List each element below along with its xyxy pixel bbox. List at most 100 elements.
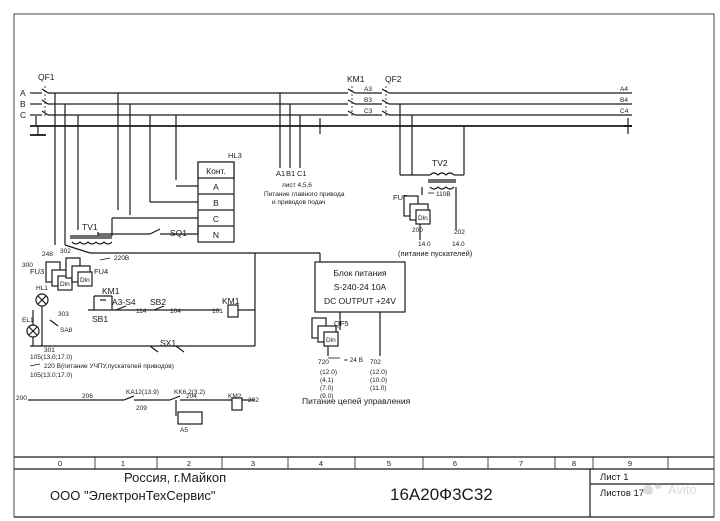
sb1-label: SB1: [92, 314, 108, 324]
phase-label-b: B: [20, 99, 26, 109]
title-company: ООО "ЭлектронТехСервис": [50, 488, 216, 503]
label-a4: A4: [620, 86, 628, 93]
avito-watermark: Avito: [643, 482, 697, 497]
feed-a1: A1: [276, 169, 285, 178]
svg-text:Dln: Dln: [326, 337, 336, 344]
fu4-label: FU4: [94, 267, 108, 276]
qf2-breaker: [381, 86, 390, 118]
tv2-voltage-1: 14.0: [418, 241, 431, 248]
feed-note-sheets: лист 4,5,6: [282, 182, 312, 189]
three-phase-bus: A B C QF1 KM1 QF2 A3 B3 C3: [20, 72, 632, 136]
wire-202-bottom: 202: [248, 397, 259, 404]
wire-303: 303: [58, 311, 69, 318]
tv2-transformer: TV2 110В: [400, 126, 465, 230]
terminal-n: N: [213, 230, 219, 240]
wire-202-tv2: 202: [454, 229, 465, 236]
sb2-label: SB2: [150, 297, 166, 307]
title-sheet: Лист 1: [600, 472, 629, 483]
km1-coil: [227, 304, 239, 318]
psu-model: S-240-24 10A: [334, 282, 387, 292]
qf5-breaker: Dln: [311, 317, 339, 347]
el1-label: EL1: [22, 317, 34, 324]
wire-206: 206: [82, 393, 93, 400]
svg-text:Dln: Dln: [418, 215, 428, 222]
voltage-24v: = 24 В: [344, 357, 363, 364]
grid-column-number: 3: [251, 459, 255, 468]
title-location: Россия, г.Майкоп: [124, 470, 226, 485]
main-drive-feed: A1 B1 C1 лист 4,5,6 Питание главного при…: [264, 169, 345, 206]
watermark-text: Avito: [668, 482, 697, 497]
label-b3: B3: [364, 97, 372, 104]
label-c3: C3: [364, 108, 373, 115]
wire-114: 114: [136, 308, 147, 315]
ref-note-3: 105(13.0;17.0): [30, 372, 72, 379]
terminal-c: C: [213, 214, 219, 224]
ka12-label: KA12(13.9): [126, 389, 159, 396]
grid-column-number: 6: [453, 459, 457, 468]
terminal-b: B: [213, 198, 219, 208]
grid-column-number: 2: [187, 459, 191, 468]
a5-label: A5: [180, 427, 188, 434]
grid-column-number: 0: [58, 459, 62, 468]
tv2-voltage-2: 14.0: [452, 241, 465, 248]
title-drawing-code: 16А20Ф3С32: [390, 485, 493, 504]
ref-right-1: (12.0): [370, 369, 387, 376]
hl1-label: HL1: [36, 285, 48, 292]
label-c4: C4: [620, 108, 629, 115]
kk6-label: KK6.2(3.2): [174, 389, 205, 396]
title-sheets-total: Листов 17: [600, 488, 644, 499]
ref-left-4: (9.0): [320, 393, 333, 400]
ref-left-3: (7.0): [320, 385, 333, 392]
tv2-label: TV2: [432, 158, 448, 168]
km1-aux-label: KM1: [102, 286, 120, 296]
wire-209: 209: [136, 405, 147, 412]
sx1-label: SX1: [160, 338, 176, 348]
wire-104: 104: [170, 308, 181, 315]
feed-b1: B1: [286, 169, 295, 178]
terminal-header: Конт.: [206, 166, 226, 176]
sq1-label: SQ1: [170, 228, 187, 238]
wire-200-tv2: 200: [412, 227, 423, 234]
km2-coil: [231, 397, 243, 411]
fu5-label: FU5: [393, 193, 407, 202]
hl1-lamp: [35, 293, 49, 307]
terminal-block: Конт. A B C N: [197, 161, 235, 243]
feed-note-drives: и приводов подач: [272, 199, 325, 206]
fu3-label: FU3: [30, 267, 44, 276]
wire-200-bottom: 200: [16, 395, 27, 402]
hl3-label: HL3: [228, 151, 242, 160]
fu5-fuse: Dln: [403, 195, 431, 225]
control-caption: Питание цепей управления: [302, 396, 411, 406]
ref-left-1: (12.0): [320, 369, 337, 376]
feed-note-main: Питание главного привода: [264, 191, 345, 198]
fu4-fuse: Dln: [65, 257, 93, 287]
tv2-110v: 110В: [436, 191, 451, 198]
sa8-label: SA8: [60, 327, 73, 334]
tv2-caption: (питание пускателей): [398, 249, 473, 258]
wire-302: 302: [60, 248, 71, 255]
grid-column-number: 8: [572, 459, 576, 468]
a5-module: [177, 411, 203, 425]
qf1-label: QF1: [38, 72, 55, 82]
qf1-breaker: [38, 86, 49, 118]
wire-300: 300: [22, 262, 33, 269]
grid-column-number: 7: [519, 459, 523, 468]
qf2-label: QF2: [385, 74, 402, 84]
ref-note-2: 220 В(питание УЧПУ,пускателей приводов): [44, 362, 174, 370]
label-b4: B4: [620, 97, 628, 104]
grid-column-number: 5: [387, 459, 391, 468]
km1-main-contacts: [347, 86, 356, 118]
label-a3: A3: [364, 86, 372, 93]
km1-coil-label: KM1: [222, 296, 240, 306]
tv1-transformer: [70, 217, 140, 245]
psu-title: Блок питания: [333, 268, 387, 278]
qf5-label: QF5: [334, 319, 349, 328]
fu3-fuse: Dln: [45, 261, 73, 291]
ref-left-2: (4.1): [320, 377, 333, 384]
phase-label-c: C: [20, 110, 26, 120]
wire-248: 248: [42, 251, 53, 258]
feed-c1: C1: [297, 169, 307, 178]
wire-220v: 220В: [114, 255, 129, 262]
